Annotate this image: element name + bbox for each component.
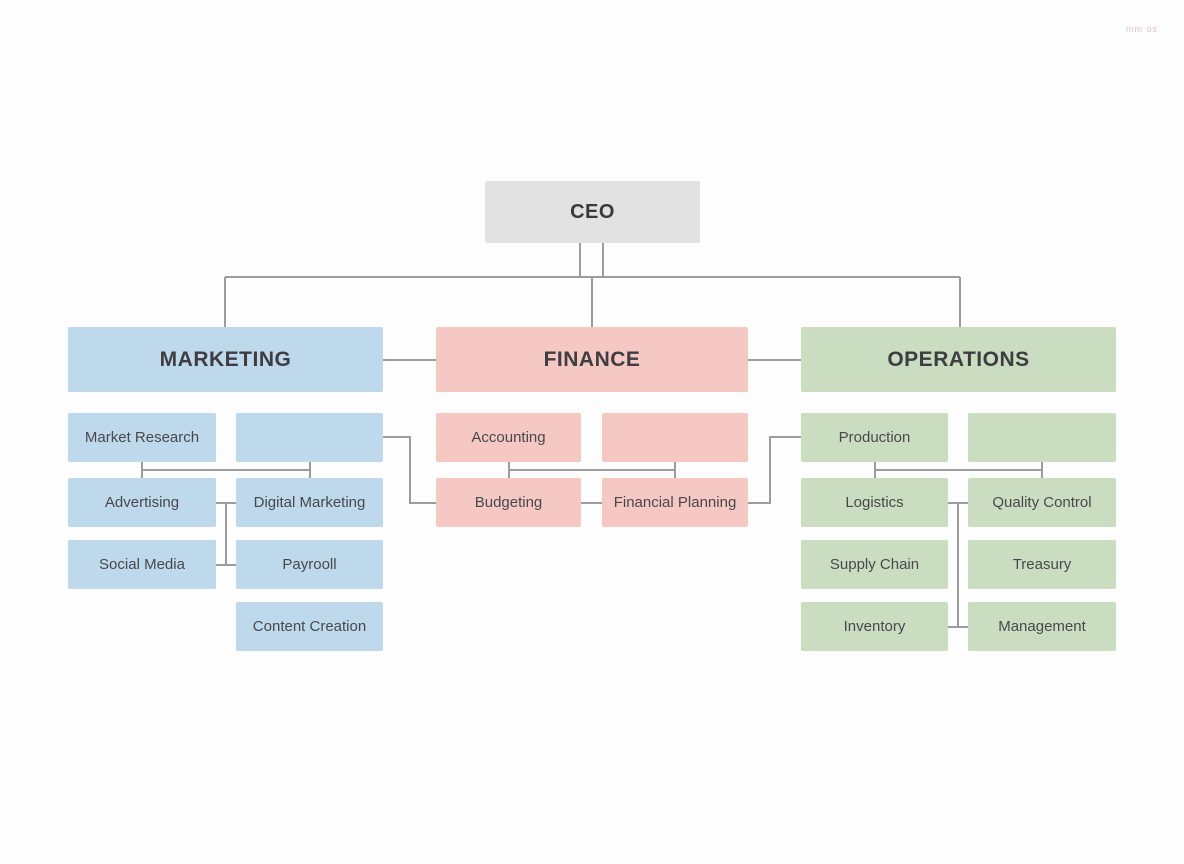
node-budgeting: Budgeting bbox=[436, 478, 581, 527]
node-marketing: MARKETING bbox=[68, 327, 383, 392]
node-treasury: Treasury bbox=[968, 540, 1116, 589]
node-accounting: Accounting bbox=[436, 413, 581, 462]
node-operations: OPERATIONS bbox=[801, 327, 1116, 392]
node-logistics: Logistics bbox=[801, 478, 948, 527]
node-production: Production bbox=[801, 413, 948, 462]
node-ceo: CEO bbox=[485, 181, 700, 243]
node-digital-marketing: Digital Marketing bbox=[236, 478, 383, 527]
node-social-media: Social Media bbox=[68, 540, 216, 589]
node-finance-empty bbox=[602, 413, 748, 462]
node-supply-chain: Supply Chain bbox=[801, 540, 948, 589]
node-inventory: Inventory bbox=[801, 602, 948, 651]
node-management: Management bbox=[968, 602, 1116, 651]
node-market-research: Market Research bbox=[68, 413, 216, 462]
node-content-creation: Content Creation bbox=[236, 602, 383, 651]
watermark-text: mm os bbox=[1126, 24, 1158, 34]
node-financial-planning: Financial Planning bbox=[602, 478, 748, 527]
node-finance: FINANCE bbox=[436, 327, 748, 392]
node-payrooll: Payrooll bbox=[236, 540, 383, 589]
node-marketing-empty bbox=[236, 413, 383, 462]
node-advertising: Advertising bbox=[68, 478, 216, 527]
node-operations-empty bbox=[968, 413, 1116, 462]
node-quality-control: Quality Control bbox=[968, 478, 1116, 527]
